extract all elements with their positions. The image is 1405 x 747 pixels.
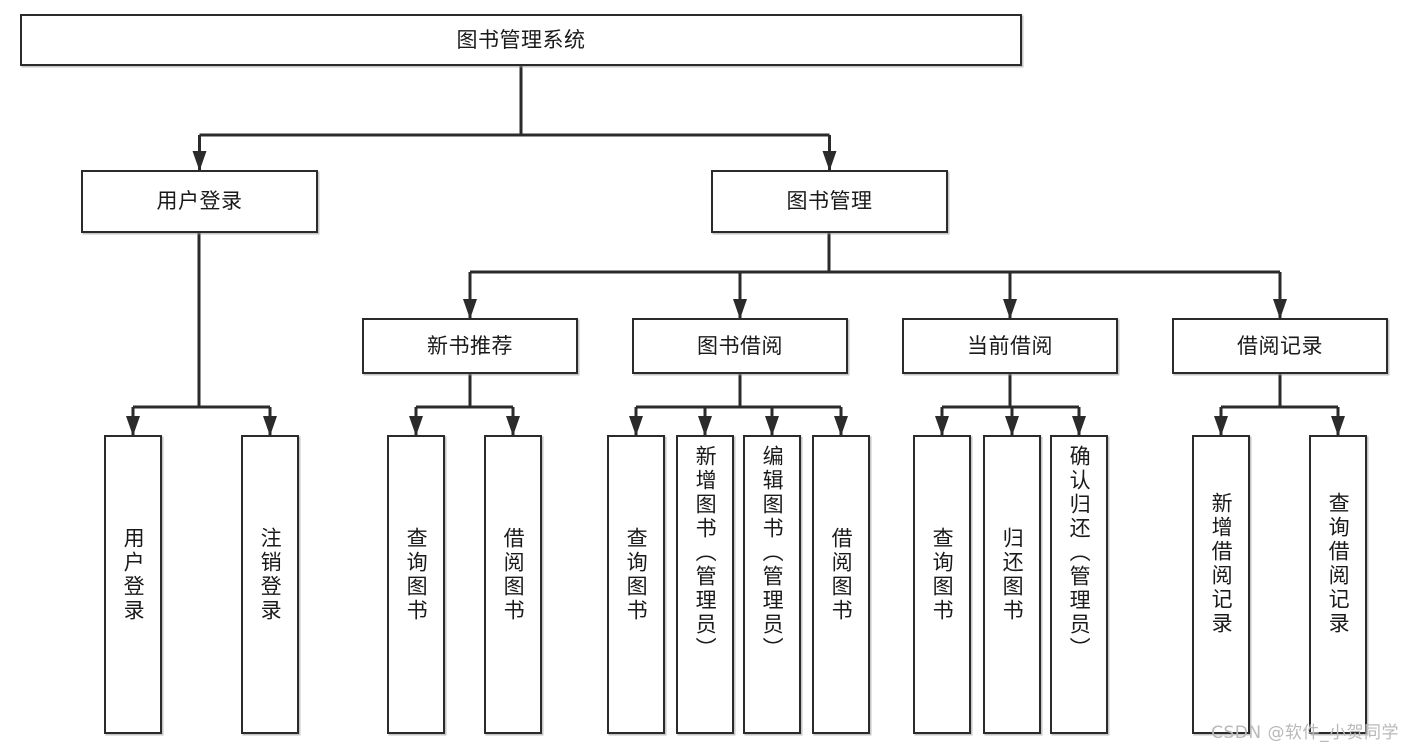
node-borrow-record[interactable]: 借阅记录 xyxy=(1172,318,1388,374)
node-new-book-recommend[interactable]: 新书推荐 xyxy=(362,318,578,374)
node-leaf-query-book-1[interactable]: 查询图书 xyxy=(387,435,445,734)
node-label: 借阅记录 xyxy=(1237,333,1323,358)
node-label: 图书借阅 xyxy=(697,333,783,358)
node-leaf-edit-book[interactable]: 编辑图书（管理员） xyxy=(743,435,801,734)
node-leaf-borrow-book-2[interactable]: 借阅图书 xyxy=(812,435,870,734)
node-label: 当前借阅 xyxy=(967,333,1053,358)
node-user-login[interactable]: 用户登录 xyxy=(81,170,318,233)
node-label: 借阅图书 xyxy=(501,527,526,623)
node-label: 查询图书 xyxy=(624,527,649,623)
node-label: 新增图书（管理员） xyxy=(693,445,718,661)
node-label: 新书推荐 xyxy=(427,333,513,358)
node-book-borrow[interactable]: 图书借阅 xyxy=(632,318,848,374)
node-leaf-confirm-return[interactable]: 确认归还（管理员） xyxy=(1050,435,1108,734)
node-label: 图书管理 xyxy=(786,189,873,214)
node-leaf-add-record[interactable]: 新增借阅记录 xyxy=(1192,435,1250,734)
node-root[interactable]: 图书管理系统 xyxy=(20,14,1022,66)
node-label: 用户登录 xyxy=(121,527,146,623)
node-leaf-borrow-book-1[interactable]: 借阅图书 xyxy=(484,435,542,734)
node-label: 编辑图书（管理员） xyxy=(760,445,785,661)
node-current-borrow[interactable]: 当前借阅 xyxy=(902,318,1118,374)
watermark: CSDN @软件_小贺同学 xyxy=(1211,723,1399,743)
node-leaf-query-record[interactable]: 查询借阅记录 xyxy=(1309,435,1367,734)
node-label: 查询借阅记录 xyxy=(1326,492,1351,636)
node-leaf-query-book-3[interactable]: 查询图书 xyxy=(913,435,971,734)
node-leaf-return-book[interactable]: 归还图书 xyxy=(983,435,1041,734)
node-label: 图书管理系统 xyxy=(456,27,586,52)
node-leaf-user-login[interactable]: 用户登录 xyxy=(104,435,162,734)
node-label: 注销登录 xyxy=(258,527,283,623)
node-leaf-logout[interactable]: 注销登录 xyxy=(241,435,299,734)
node-label: 查询图书 xyxy=(930,527,955,623)
node-leaf-add-book[interactable]: 新增图书（管理员） xyxy=(676,435,734,734)
node-label: 新增借阅记录 xyxy=(1209,492,1234,636)
node-leaf-query-book-2[interactable]: 查询图书 xyxy=(607,435,665,734)
node-label: 归还图书 xyxy=(1000,527,1025,623)
node-book-manage[interactable]: 图书管理 xyxy=(711,170,948,233)
node-label: 借阅图书 xyxy=(829,527,854,623)
node-label: 用户登录 xyxy=(156,189,243,214)
node-label: 查询图书 xyxy=(404,527,429,623)
node-label: 确认归还（管理员） xyxy=(1067,445,1092,661)
